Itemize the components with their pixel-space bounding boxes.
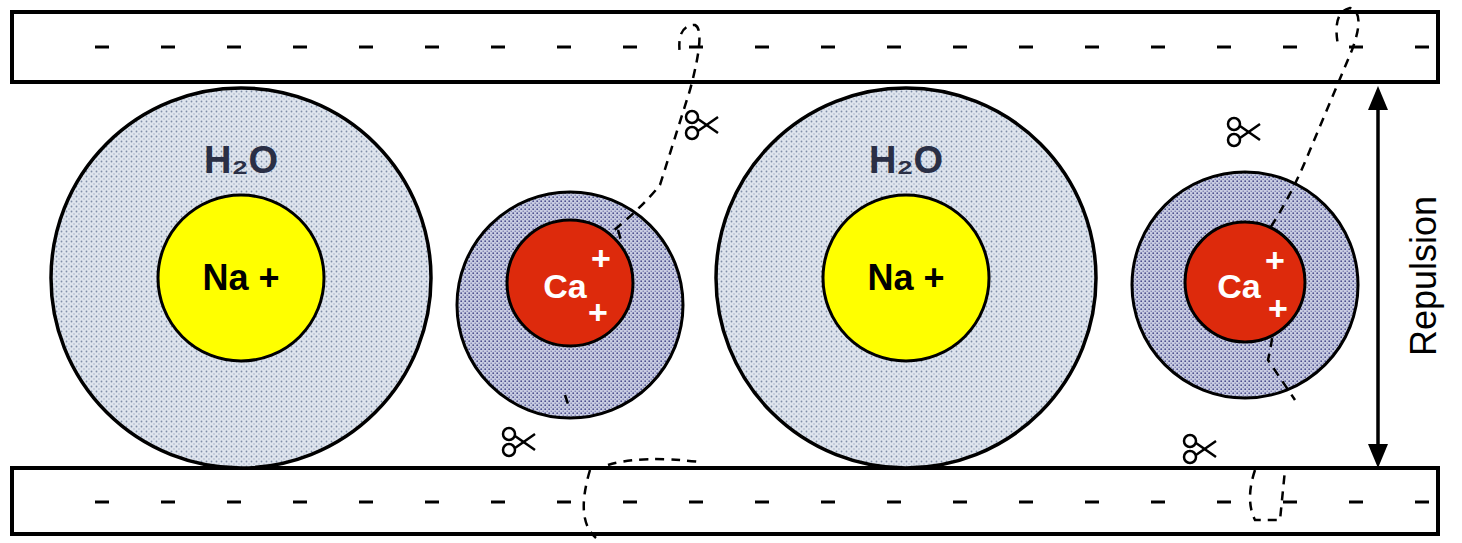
minus-sign	[293, 501, 307, 504]
ion-label: H₂O	[204, 141, 278, 179]
charge-sign: +	[1265, 243, 1285, 277]
minus-sign	[95, 501, 109, 504]
minus-sign	[821, 501, 835, 504]
minus-sign	[755, 46, 769, 49]
minus-sign	[1151, 501, 1165, 504]
minus-sign	[821, 46, 835, 49]
na-hydration-shell	[51, 88, 431, 468]
sodium-ion: Na +	[156, 193, 326, 363]
ca-hydration-shell	[457, 192, 683, 418]
scissors-icon	[503, 428, 535, 456]
ion-label: Ca	[543, 269, 586, 303]
minus-sign	[491, 46, 505, 49]
ca-hydration-shell	[1132, 172, 1358, 398]
minus-sign	[1085, 46, 1099, 49]
minus-sign	[755, 501, 769, 504]
minus-sign	[689, 46, 703, 49]
scissors-icon	[1228, 118, 1260, 146]
minus-sign	[227, 501, 241, 504]
calcium-ion: Ca+ +	[1183, 220, 1307, 344]
minus-sign	[1217, 501, 1231, 504]
minus-sign	[95, 46, 109, 49]
minus-sign	[1217, 46, 1231, 49]
minus-sign	[689, 501, 703, 504]
minus-sign	[1151, 46, 1165, 49]
minus-sign	[887, 46, 901, 49]
minus-sign	[1019, 46, 1033, 49]
minus-sign	[1349, 46, 1363, 49]
scissors-icon	[686, 111, 718, 139]
ion-label: Na +	[202, 260, 279, 296]
minus-sign	[359, 501, 373, 504]
na-hydration-shell	[716, 88, 1096, 468]
minus-sign	[557, 46, 571, 49]
repulsion-arrow	[1368, 86, 1388, 468]
minus-sign	[359, 46, 373, 49]
minus-sign	[953, 46, 967, 49]
minus-sign	[161, 501, 175, 504]
charge-sign: +	[588, 295, 608, 329]
charge-sign: +	[1268, 291, 1288, 325]
dashed-bridge	[565, 8, 1359, 538]
minus-sign	[1349, 501, 1363, 504]
minus-sign	[1283, 46, 1297, 49]
hydration-shell: H₂O Na +	[716, 88, 1096, 468]
scissors-icon	[1184, 435, 1216, 463]
minus-sign	[953, 501, 967, 504]
ion-label: Na +	[867, 260, 944, 296]
minus-sign	[425, 501, 439, 504]
minus-sign	[425, 46, 439, 49]
charge-sign: +	[591, 241, 611, 275]
minus-sign	[1415, 501, 1429, 504]
minus-sign	[491, 501, 505, 504]
minus-sign	[1283, 501, 1297, 504]
clay-plate	[12, 12, 1438, 82]
minus-sign	[1019, 501, 1033, 504]
minus-sign	[557, 501, 571, 504]
ion-label: H₂O	[869, 141, 943, 179]
minus-sign	[227, 46, 241, 49]
minus-sign	[623, 501, 637, 504]
minus-sign	[887, 501, 901, 504]
minus-sign	[1085, 501, 1099, 504]
minus-sign	[293, 46, 307, 49]
sodium-ion: Na +	[821, 193, 991, 363]
calcium-ion: Ca+ +	[505, 218, 635, 348]
clay-plate	[12, 468, 1438, 534]
repulsion-label: Repulsion	[1406, 196, 1442, 356]
minus-sign	[161, 46, 175, 49]
minus-sign	[623, 46, 637, 49]
hydration-shell: H₂O Na +	[51, 88, 431, 468]
ion-label: Ca	[1217, 269, 1260, 303]
minus-sign	[1415, 46, 1429, 49]
